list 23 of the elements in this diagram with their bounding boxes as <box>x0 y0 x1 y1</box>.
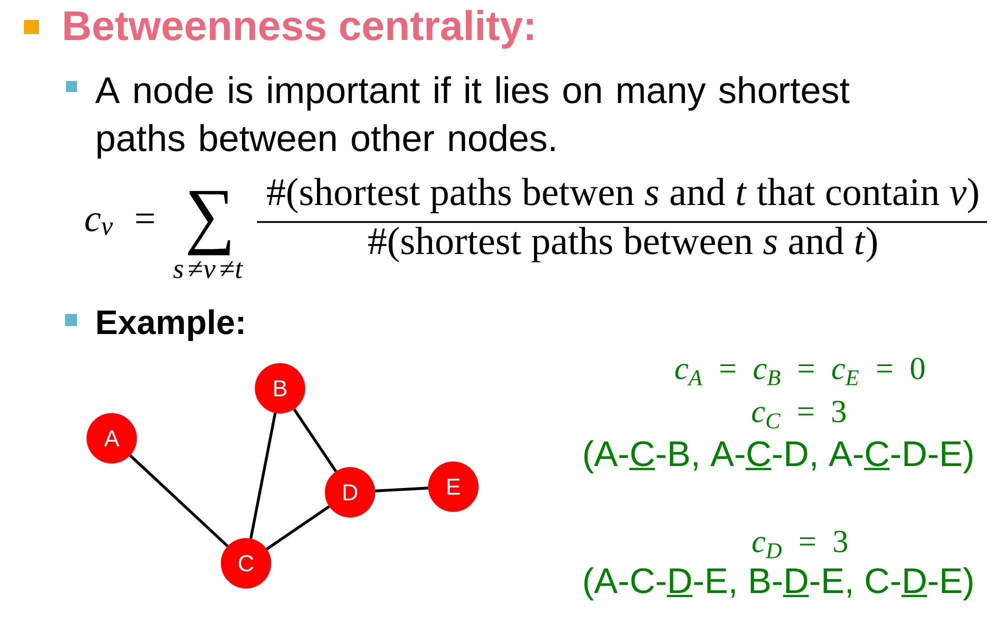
slide-title: Betweenness centrality: <box>64 10 533 49</box>
example-heading: Example: <box>97 309 244 342</box>
equation: c$_{D}$ = 3 <box>752 530 848 558</box>
edge-line <box>266 505 330 550</box>
bullet-text: A node is important if it lies on many shortest paths between other nodes. <box>95 76 850 159</box>
graph-node: B <box>254 363 306 414</box>
edge-line <box>249 412 277 539</box>
formula-term: c$_{v}$ = <box>85 213 154 235</box>
graph-node: C <box>220 538 272 588</box>
graph-node: A <box>86 413 137 464</box>
graph-node: D <box>324 467 376 518</box>
edge-line <box>129 454 229 548</box>
graph-node: E <box>428 461 478 512</box>
fraction-denominator: #(shortest paths between s and t) <box>368 226 877 262</box>
edge-line <box>375 486 428 492</box>
equation: c$_{C}$ = 3 <box>752 400 846 428</box>
sum-index: s≠v≠t <box>173 261 244 278</box>
fraction-numerator: #(shortest paths betwen s and t that contain v) <box>267 178 978 214</box>
equation: c$_{A}$ = c$_{B}$ = c$_{E}$ = 0 <box>675 358 924 386</box>
sum-symbol: ∑ <box>188 191 230 256</box>
path-list: (A-C-D-E, B-D-E, C-D-E) <box>584 567 972 600</box>
edge-line <box>292 408 338 472</box>
path-list: (A-C-B, A-C-D, A-C-D-E) <box>584 440 972 474</box>
